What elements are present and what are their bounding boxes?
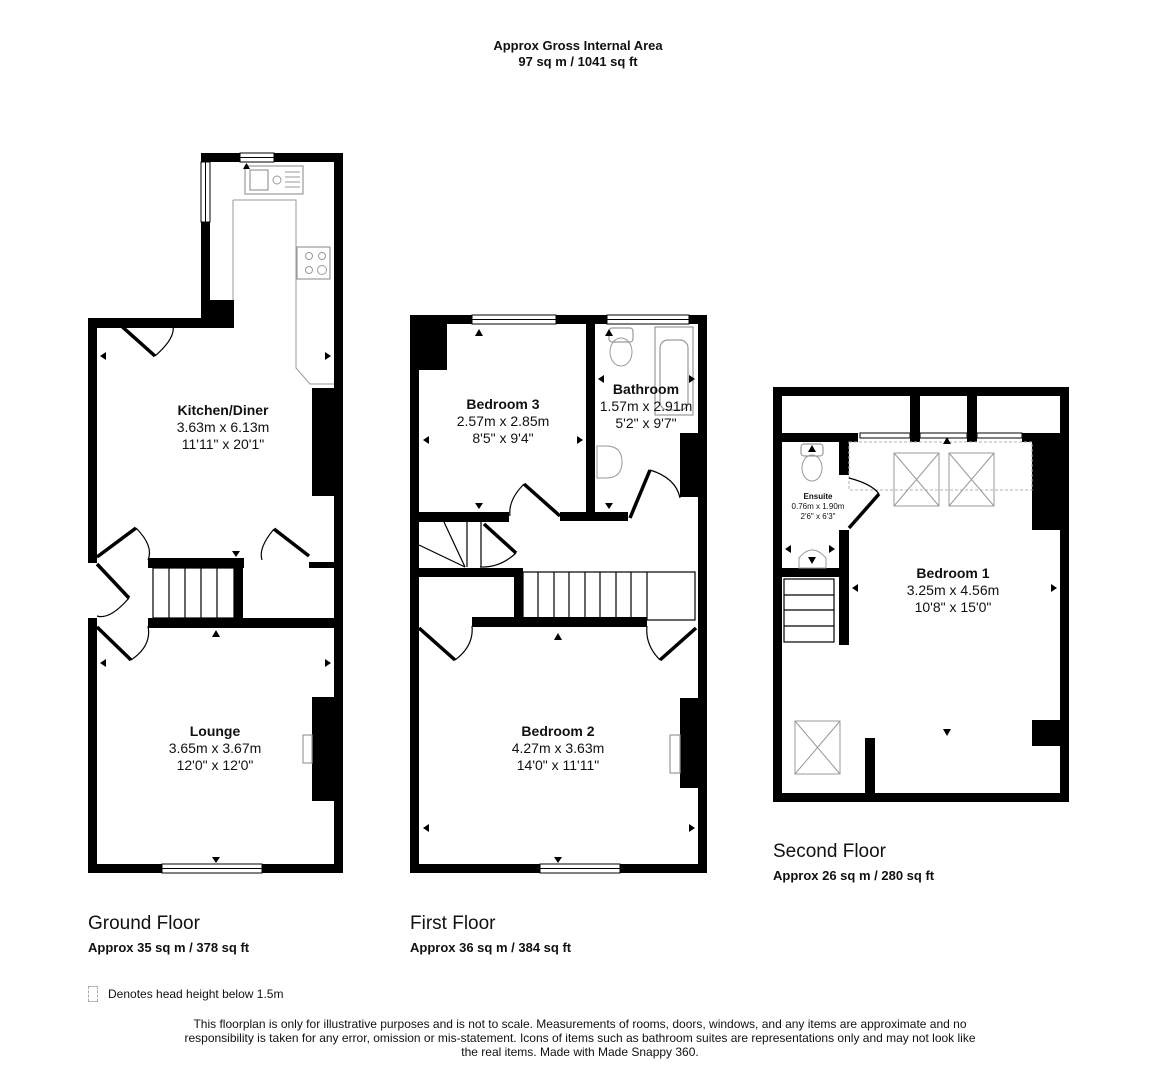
second-floor-plan xyxy=(773,387,1069,802)
gross-internal-area: Approx Gross Internal Area 97 sq m / 104… xyxy=(0,38,1156,70)
ground-floor-caption: Ground Floor Approx 35 sq m / 378 sq ft xyxy=(88,913,250,955)
room-bedroom-3: Bedroom 3 2.57m x 2.85m 8'5" x 9'4" xyxy=(456,396,550,446)
first-floor-plan xyxy=(410,314,707,874)
room-bathroom: Bathroom 1.57m x 2.91m 5'2" x 9'7" xyxy=(599,381,693,431)
room-bedroom-1: Bedroom 1 3.25m x 4.56m 10'8" x 15'0" xyxy=(906,565,1000,615)
legend-text: Denotes head height below 1.5m xyxy=(108,987,284,1001)
disclaimer: This floorplan is only for illustrative … xyxy=(184,1017,976,1059)
room-kitchen-diner: Kitchen/Diner 3.63m x 6.13m 11'11" x 20'… xyxy=(176,402,270,452)
first-floor-caption: First Floor Approx 36 sq m / 384 sq ft xyxy=(410,913,572,955)
room-ensuite: Ensuite 0.76m x 1.90m 2'6" x 6'3" xyxy=(791,492,845,521)
second-floor-caption: Second Floor Approx 26 sq m / 280 sq ft xyxy=(773,841,935,883)
room-bedroom-2: Bedroom 2 4.27m x 3.63m 14'0" x 11'11" xyxy=(511,723,605,773)
dashed-box-icon xyxy=(88,986,98,1002)
ground-floor-plan xyxy=(88,152,343,874)
gia-total: 97 sq m / 1041 sq ft xyxy=(518,54,638,69)
gia-title: Approx Gross Internal Area xyxy=(493,38,663,53)
legend: Denotes head height below 1.5m xyxy=(88,986,283,1002)
room-lounge: Lounge 3.65m x 3.67m 12'0" x 12'0" xyxy=(168,723,262,773)
